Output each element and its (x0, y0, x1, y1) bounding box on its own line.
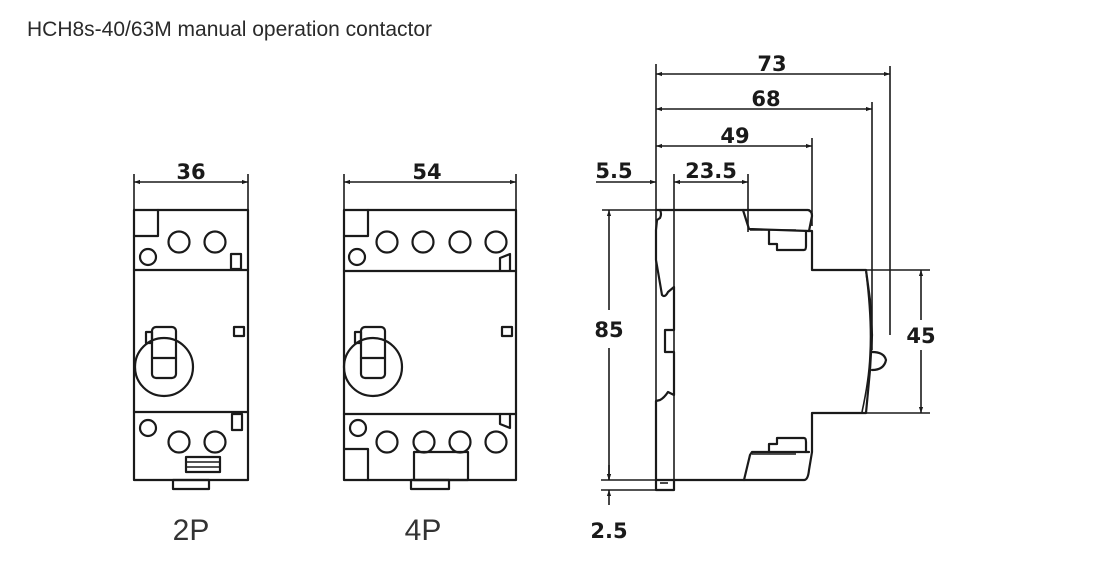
dim-2p-width: 36 (133, 160, 249, 210)
dim-5-5: 5.5 (595, 159, 675, 490)
dim-49-label: 49 (720, 124, 749, 148)
dim-23-5-label: 23.5 (685, 159, 737, 183)
dim-85-label: 85 (594, 318, 623, 342)
view-2p: 36 2P (132, 160, 250, 547)
2p-terminal-top-1 (167, 230, 191, 254)
4p-label: 4P (405, 514, 442, 547)
dim-5-5-label: 5.5 (595, 159, 632, 183)
2p-handle-lever (150, 325, 178, 380)
view-side: 73 68 49 5.5 23.5 85 (590, 52, 935, 543)
dim-45-label: 45 (906, 324, 935, 348)
dim-49: 49 (656, 124, 813, 226)
din-rail-clip (654, 208, 676, 482)
dim-68: 68 (656, 87, 873, 350)
dim-85: 85 (594, 209, 810, 480)
2p-label: 2P (173, 514, 210, 547)
side-profile (654, 208, 874, 482)
dim-23-5: 23.5 (674, 159, 749, 232)
dim-2-5: 2.5 (590, 465, 656, 543)
dim-4p-width: 54 (343, 160, 517, 210)
dim-45: 45 (866, 269, 936, 414)
dim-4p-width-label: 54 (412, 160, 441, 184)
2p-screw-top (138, 247, 158, 267)
dim-73-label: 73 (757, 52, 786, 76)
2p-handle-dial (133, 336, 195, 398)
diagram-title: HCH8s-40/63M manual operation contactor (27, 18, 433, 41)
dim-68-label: 68 (751, 87, 780, 111)
view-4p: 54 4P (342, 160, 518, 547)
dim-2p-width-label: 36 (176, 160, 205, 184)
side-handle (870, 350, 888, 372)
2p-label-window (132, 208, 160, 238)
2p-terminal-top-2 (203, 230, 227, 254)
dim-2-5-label: 2.5 (590, 519, 627, 543)
